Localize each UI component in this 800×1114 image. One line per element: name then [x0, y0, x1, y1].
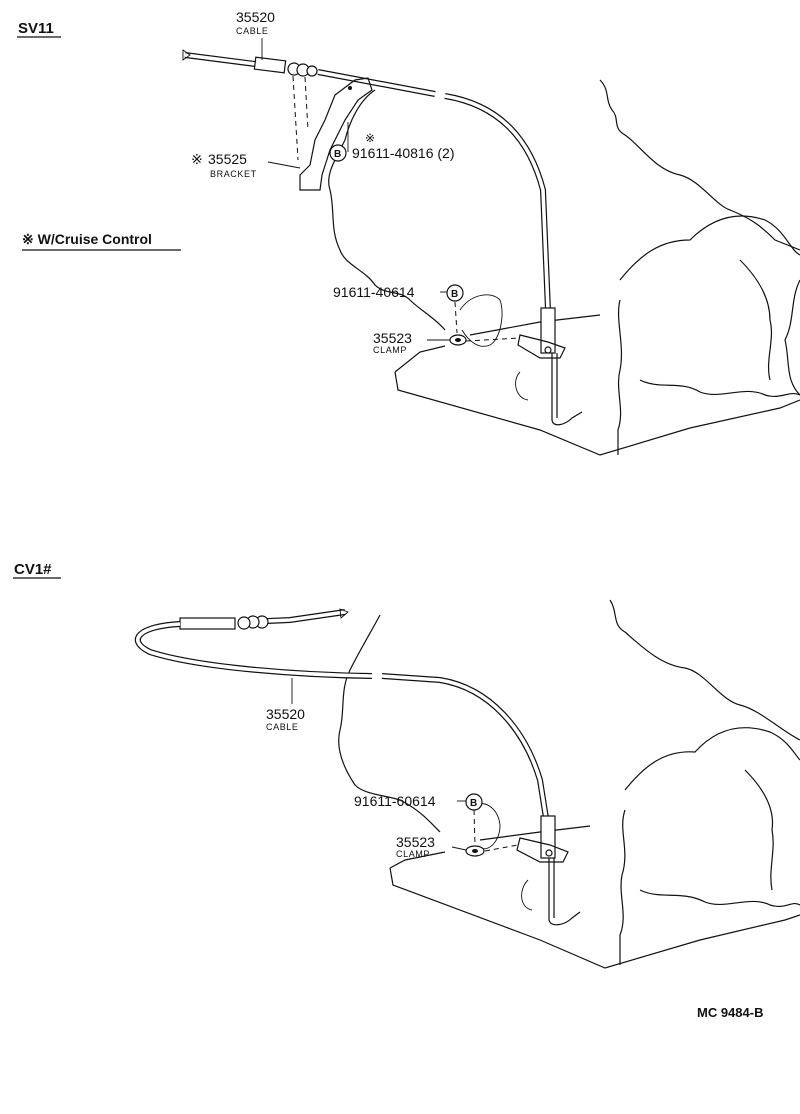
- bolt-badge-circle-bottom: [465, 793, 483, 811]
- bracket-35525: [299, 77, 373, 191]
- bracket-mark: ※: [191, 151, 203, 167]
- leaders-bottom: [291, 678, 519, 852]
- bolt1-badge-circle: [329, 144, 347, 162]
- bolt-part-number-bottom: 91611-60614: [354, 793, 436, 809]
- top-section: SV11: [17, 9, 800, 456]
- bolt2-badge-circle: [446, 284, 464, 302]
- engine-outline-top: [328, 79, 800, 456]
- section-header-sv11: SV11: [18, 20, 54, 37]
- cruise-control-note: ※ W/Cruise Control: [22, 231, 152, 247]
- cable-label-bottom: CABLE: [266, 722, 299, 732]
- bolt-badge-bottom: B: [470, 798, 477, 809]
- clamp-35523-top: [449, 334, 566, 359]
- section-header-cv1: CV1#: [14, 561, 52, 578]
- cable-part-number-bottom: 35520: [266, 706, 305, 722]
- cable-label-top: CABLE: [236, 26, 269, 36]
- diagram-code: MC 9484-B: [697, 1005, 763, 1020]
- engine-outline-bottom: [338, 599, 800, 969]
- bracket-label: BRACKET: [210, 169, 257, 179]
- cable-part-number-top: 35520: [236, 9, 275, 25]
- bolt2-badge: B: [451, 289, 458, 300]
- cable-35520-bottom: [134, 608, 581, 926]
- cable-35520-top: [182, 49, 583, 426]
- clamp-label-bottom: CLAMP: [396, 849, 430, 859]
- bolt1-badge: B: [334, 149, 341, 160]
- bolt1-mark: ※: [365, 131, 375, 145]
- clamp-label-top: CLAMP: [373, 345, 407, 355]
- clamp-part-number-bottom: 35523: [396, 834, 435, 850]
- clamp-part-number-top: 35523: [373, 330, 412, 346]
- clamp-35523-bottom: [465, 837, 569, 863]
- leaders-top: [261, 38, 521, 342]
- bottom-section: CV1#: [13, 561, 800, 969]
- bolt2-part-number: 91611-40614: [333, 284, 415, 300]
- bolt1-part-number: 91611-40816 (2): [352, 145, 454, 161]
- bracket-part-number: 35525: [208, 151, 247, 167]
